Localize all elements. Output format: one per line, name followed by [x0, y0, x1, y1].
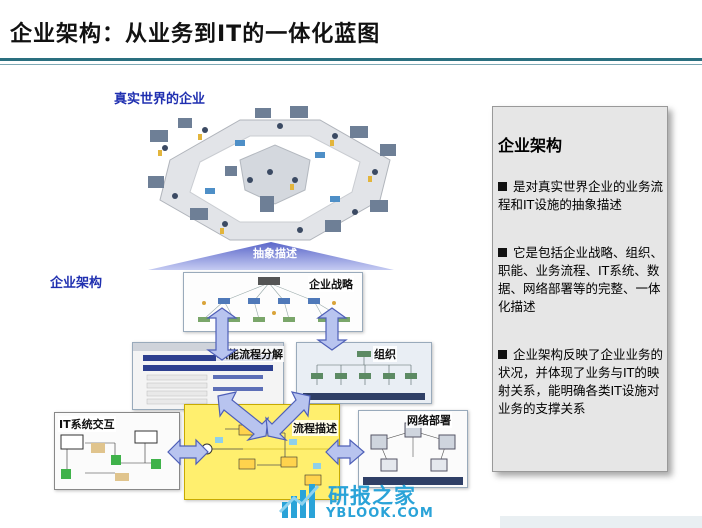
- watermark-logo-icon: [278, 484, 320, 518]
- info-item-3: 企业架构反映了企业业务的状况，并体现了业务与IT的映射关系，能明确各类IT设施对…: [498, 346, 664, 418]
- info-item-text: 企业架构反映了企业业务的状况，并体现了业务与IT的映射关系，能明确各类IT设施对…: [498, 347, 664, 416]
- real-world-illustration: [148, 106, 396, 241]
- watermark-url: YBLOOK.COM: [326, 506, 434, 521]
- org-panel: [296, 342, 432, 404]
- it-interaction-label: IT系统交互: [58, 416, 116, 432]
- abstraction-label: 抽象描述: [253, 247, 297, 260]
- info-heading: 企业架构: [498, 136, 563, 155]
- it-diagram: [60, 430, 161, 481]
- function-diagram: [133, 343, 283, 405]
- info-item-text: 是对真实世界企业的业务流程和IT设施的抽象描述: [498, 179, 664, 212]
- title-divider-thin: [0, 64, 702, 65]
- bullet-icon: [498, 350, 507, 359]
- real-world-label: 真实世界的企业: [114, 92, 206, 107]
- network-diagram: [363, 422, 463, 485]
- org-chart: [303, 351, 425, 400]
- info-item-text: 它是包括企业战略、组织、职能、业务流程、IT系统、数据、网络部署等的完整、一体化…: [498, 245, 664, 314]
- strategy-label: 企业战略: [308, 276, 354, 292]
- process-label: 流程描述: [292, 420, 338, 436]
- arrow-strategy-org: [316, 307, 348, 351]
- watermark-text: 研报之家: [328, 484, 416, 508]
- org-label: 组织: [373, 346, 397, 362]
- arrow-strategy-function: [206, 307, 238, 361]
- network-label: 网络部署: [406, 412, 452, 428]
- arrow-org-process: [265, 391, 311, 442]
- info-item-2: 它是包括企业战略、组织、职能、业务流程、IT系统、数据、网络部署等的完整、一体化…: [498, 244, 664, 316]
- arrow-function-process: [217, 391, 269, 442]
- info-panel: [492, 106, 668, 472]
- info-item-1: 是对真实世界企业的业务流程和IT设施的抽象描述: [498, 178, 664, 214]
- title-divider: [0, 58, 702, 61]
- enterprise-architecture-label: 企业架构: [50, 276, 103, 291]
- footer-bar: [500, 516, 702, 528]
- strategy-diagram: [198, 277, 350, 322]
- arrow-process-network: [325, 438, 365, 466]
- page-title: 企业架构：从业务到IT的一体化蓝图: [10, 22, 381, 47]
- bullet-icon: [498, 182, 507, 191]
- bullet-icon: [498, 248, 507, 257]
- arrow-it-process: [167, 438, 209, 466]
- abstraction-arrow: [148, 242, 394, 270]
- function-panel: [132, 342, 284, 410]
